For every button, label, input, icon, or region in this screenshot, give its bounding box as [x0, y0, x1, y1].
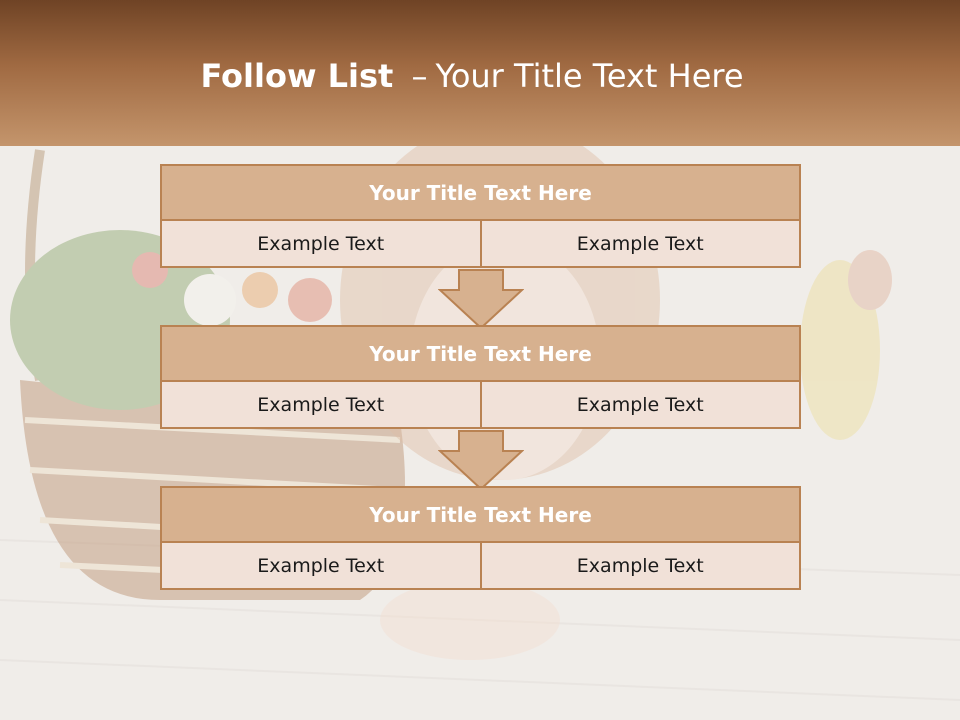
block-cell-right: Example Text [479, 541, 801, 590]
block-title: Your Title Text Here [160, 164, 801, 221]
block-cell-left: Example Text [160, 380, 482, 429]
list-block-3: Your Title Text Here Example Text Exampl… [160, 486, 801, 590]
page-title: Follow List –Your Title Text Here [0, 56, 944, 96]
block-cell-left: Example Text [160, 219, 482, 268]
block-title: Your Title Text Here [160, 325, 801, 382]
list-block-1: Your Title Text Here Example Text Exampl… [160, 164, 801, 268]
down-arrow-icon [438, 269, 524, 330]
title-separator: – [411, 57, 428, 95]
title-rest-text: Your Title Text Here [435, 57, 744, 95]
block-row: Example Text Example Text [160, 541, 801, 590]
down-arrow-icon [438, 430, 524, 491]
block-title: Your Title Text Here [160, 486, 801, 543]
block-cell-right: Example Text [479, 219, 801, 268]
block-cell-left: Example Text [160, 541, 482, 590]
header-band: Follow List –Your Title Text Here [0, 0, 960, 146]
block-row: Example Text Example Text [160, 219, 801, 268]
block-row: Example Text Example Text [160, 380, 801, 429]
title-bold-text: Follow List [200, 57, 394, 95]
list-block-2: Your Title Text Here Example Text Exampl… [160, 325, 801, 429]
block-cell-right: Example Text [479, 380, 801, 429]
